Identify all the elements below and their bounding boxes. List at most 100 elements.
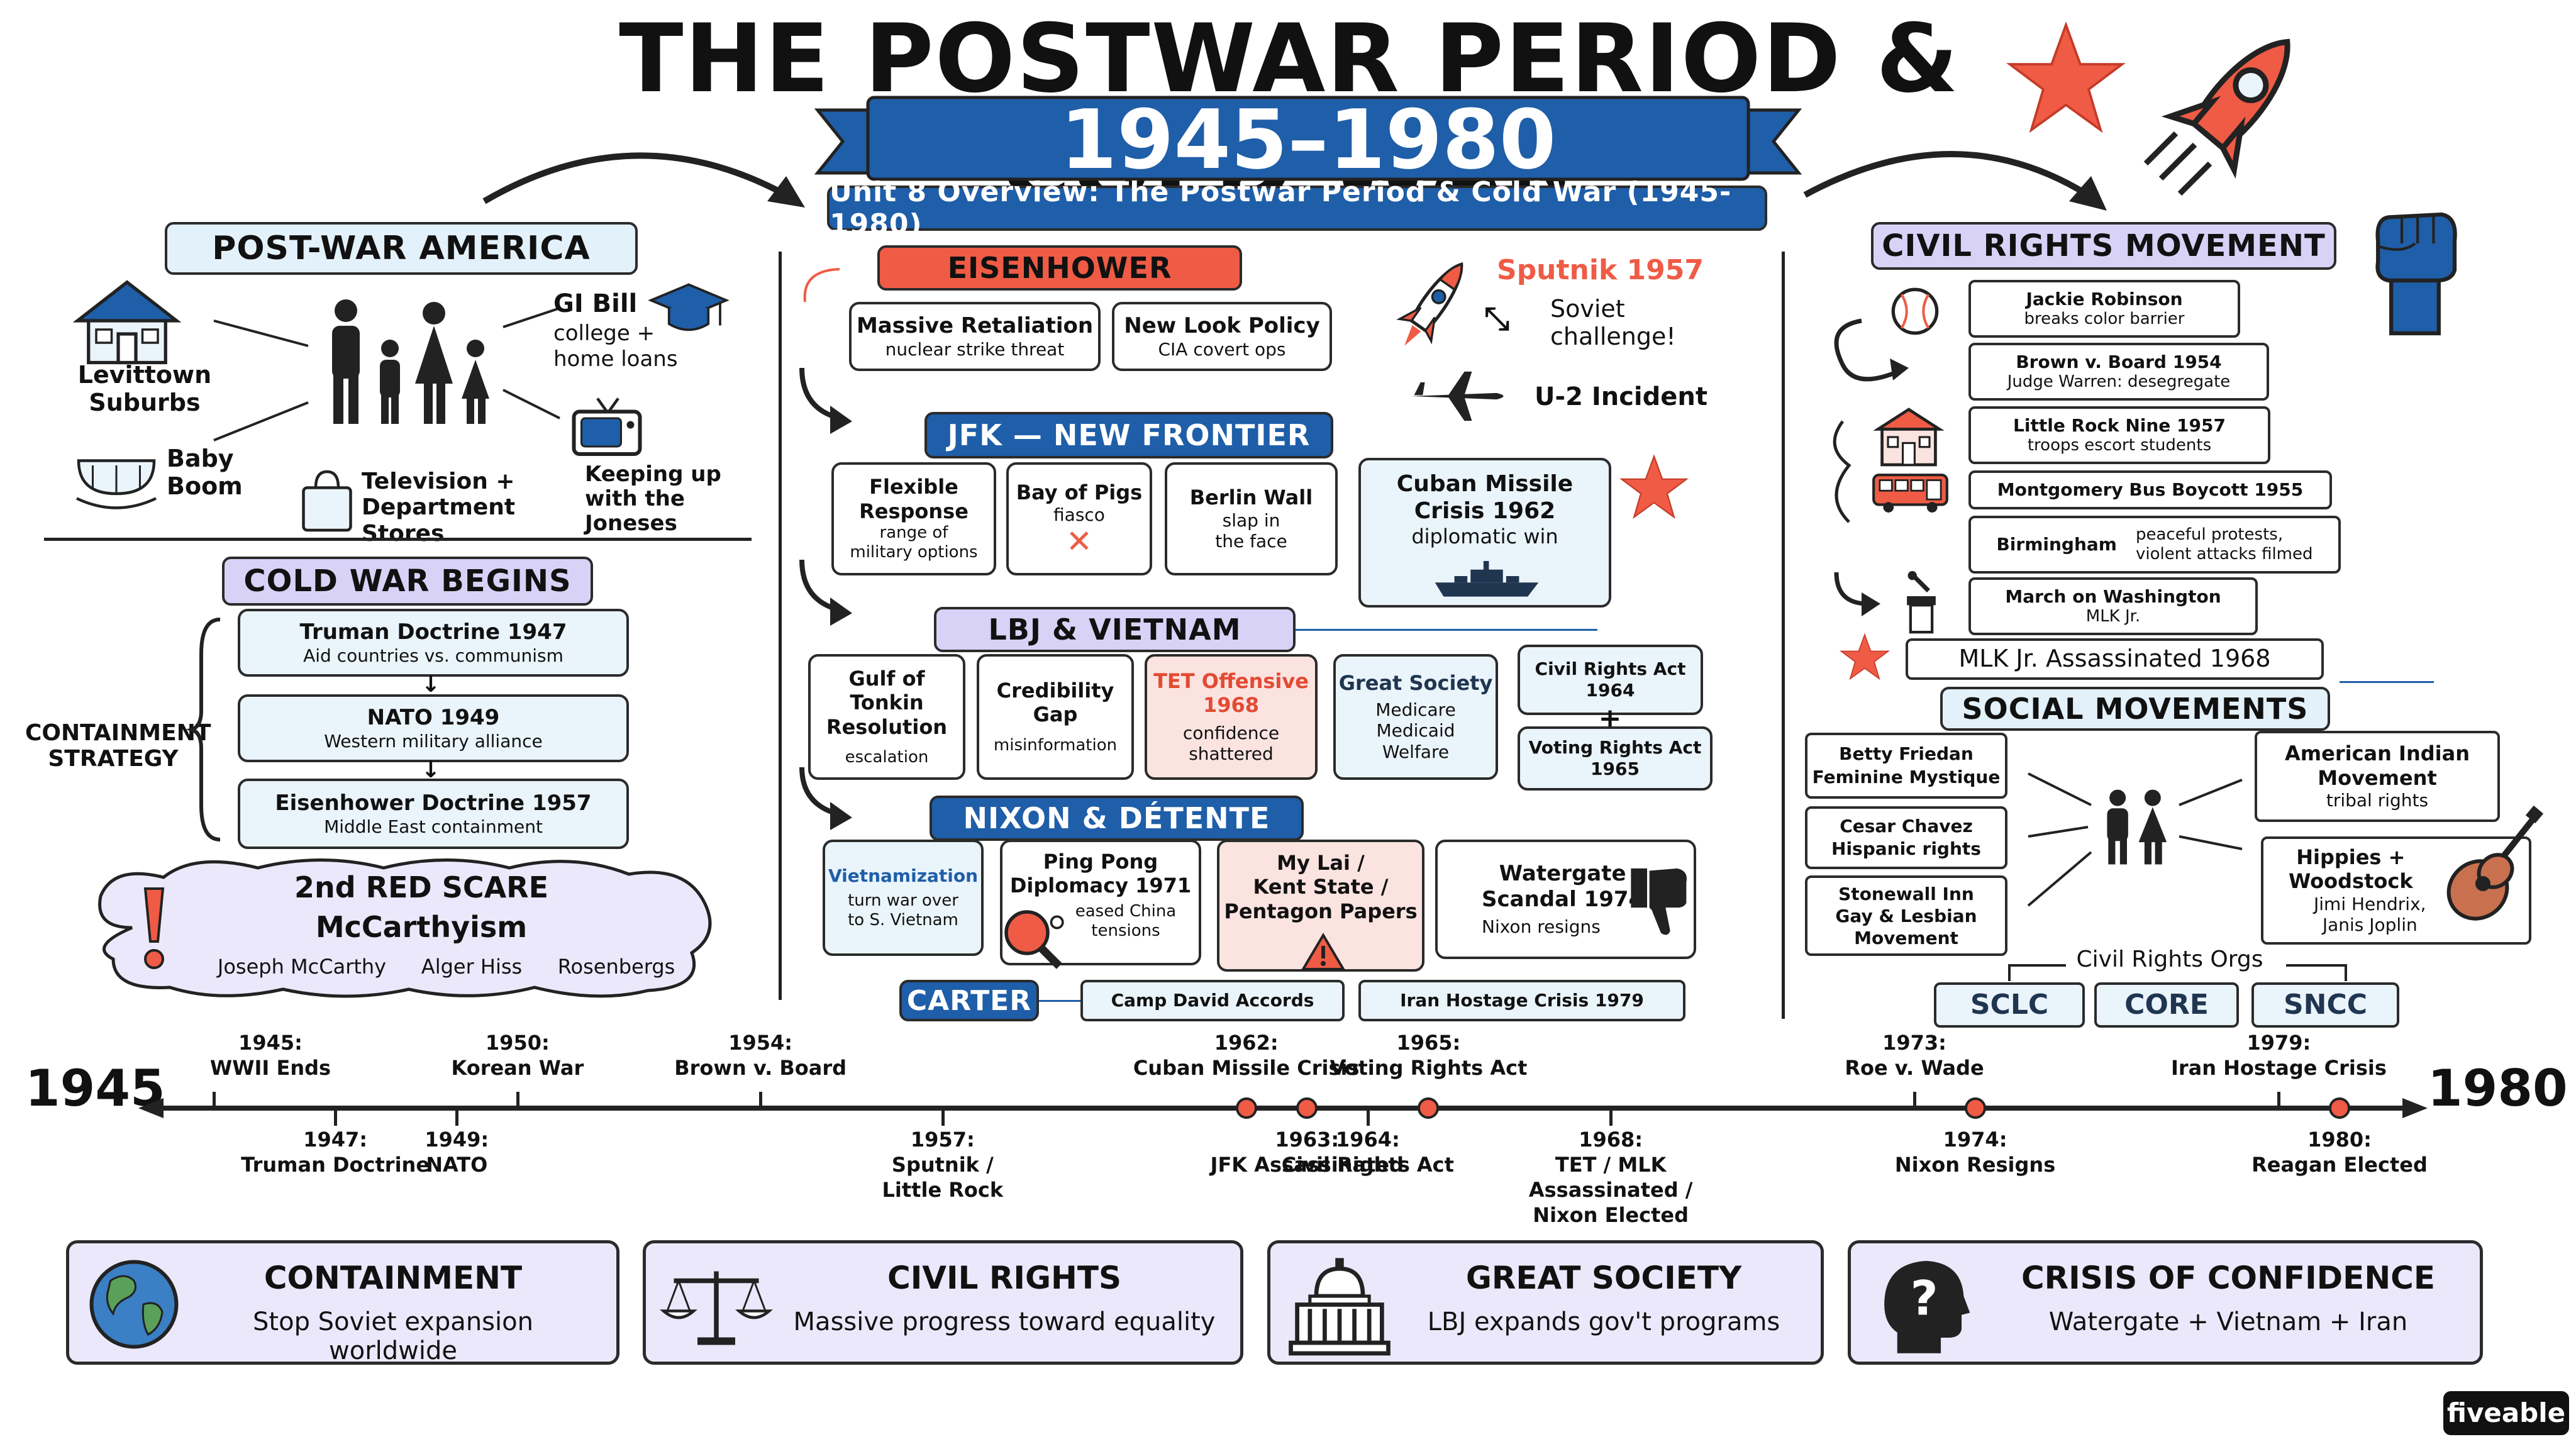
raised-fist-icon (2375, 212, 2457, 336)
containment-bracket (186, 618, 221, 841)
gulf-of-tonkin-box: Gulf of Tonkin Resolution escalation (808, 654, 965, 780)
podium-microphone-icon (1907, 571, 1936, 634)
capitol-icon (1289, 1258, 1391, 1356)
massive-retaliation-box: Massive Retaliation nuclear strike threa… (849, 302, 1101, 371)
theme-containment: CONTAINMENT Stop Soviet expansion worldw… (66, 1240, 619, 1365)
year-banner-ribbon (814, 96, 1802, 181)
berlin-wall-box: Berlin Wall slap in the face (1165, 462, 1338, 575)
timeline-dot-1974 (1964, 1097, 1986, 1119)
mlk-assassinated-box: MLK Jr. Assassinated 1968 (1906, 638, 2324, 680)
american-indian-box: American Indian Movement tribal rights (2255, 731, 2500, 822)
timeline-label-1954: 1954: Brown v. Board (674, 1031, 847, 1080)
lbj-rule (1296, 629, 1597, 631)
house-icon (72, 280, 182, 365)
camp-david-box: Camp David Accords (1080, 980, 1345, 1021)
eisenhower-doctrine-box: Eisenhower Doctrine 1957 Middle East con… (238, 779, 629, 849)
postwar-connectors (213, 307, 560, 441)
family-icon (332, 299, 489, 424)
arrow-down-1: ↓ (421, 672, 441, 697)
theme-crisis-of-confidence: ? CRISIS OF CONFIDENCE Watergate + Vietn… (1848, 1240, 2483, 1365)
shopping-bag-icon (302, 470, 352, 532)
stonewall-box: Stonewall Inn Gay & Lesbian Movement (1805, 875, 2007, 956)
social-connectors (2027, 772, 2243, 907)
double-arrow-icon: ⤡ (1484, 300, 1509, 336)
coldwar-header: COLD WAR BEGINS (222, 557, 593, 606)
guitar-icon (2446, 805, 2544, 921)
truman-doctrine-box: Truman Doctrine 1947 Aid countries vs. c… (238, 609, 629, 677)
globe-icon (89, 1260, 179, 1349)
mlk-star-icon (1840, 633, 1890, 680)
timeline-tick-1949 (455, 1108, 459, 1126)
timeline-label-1968: 1968: TET / MLK Assassinated / Nixon Ele… (1528, 1128, 1693, 1227)
tet-offensive-box: TET Offensive 1968 confidence shattered (1145, 654, 1318, 780)
timeline-dot-1962 (1235, 1097, 1257, 1119)
betty-friedan-box: Betty Friedan Feminine Mystique (1805, 733, 2007, 799)
civilrights-orgs-label: Civil Rights Orgs (2076, 947, 2263, 972)
timeline-tick-1945 (213, 1092, 216, 1109)
column-divider-right (1782, 252, 1785, 1019)
timeline-dot-1963 (1296, 1097, 1318, 1119)
timeline-label-1949: 1949: NATO (425, 1128, 489, 1177)
timeline-label-1962: 1962: Cuban Missile Crisis (1133, 1031, 1360, 1080)
cesar-chavez-box: Cesar Chavez Hispanic rights (1805, 806, 2007, 869)
timeline-label-1964: 1964: Civil Rights Act (1281, 1128, 1454, 1177)
core-badge: CORE (2094, 982, 2239, 1028)
voting-rights-act-box: Voting Rights Act 1965 (1518, 726, 1713, 791)
redscare-cloud (98, 858, 712, 998)
baseball-icon (1891, 287, 1939, 335)
watergate-box: Watergate Scandal 1974 Nixon resigns (1435, 840, 1696, 959)
timeline-tick-1964 (1366, 1108, 1370, 1126)
timeline-axis (138, 1098, 2428, 1118)
vietnamization-box: Vietnamization turn war over to S. Vietn… (823, 840, 984, 956)
sputnik-label: Sputnik 1957 (1497, 254, 1704, 286)
redscare-name-1: Joseph McCarthy (217, 955, 387, 979)
year-range: 1945–1980 (1060, 92, 1557, 187)
timeline-label-1945: 1945: WWII Ends (209, 1031, 331, 1080)
rocket-icon (2143, 38, 2290, 196)
timeline-label-1963: 1963: JFK Assassinated (1210, 1128, 1404, 1177)
theme-great-society: GREAT SOCIETY LBJ expands gov't programs (1267, 1240, 1824, 1365)
timeline-dot-1965 (1418, 1097, 1440, 1119)
nixon-header: NIXON & DÉTENTE (930, 796, 1304, 841)
bay-of-pigs-box: Bay of Pigs fiasco ✕ (1006, 462, 1152, 575)
question-head-icon: ? (1884, 1260, 1970, 1353)
levittown-label: Levittown Suburbs (77, 361, 212, 416)
social-header: SOCIAL MOVEMENTS (1940, 687, 2330, 731)
timeline-label-1979: 1979: Iran Hostage Crisis (2170, 1031, 2387, 1080)
jfk-header: JFK — NEW FRONTIER (924, 412, 1333, 458)
star-icon (2006, 21, 2126, 133)
thumbs-down-icon (1631, 868, 1687, 935)
babyboom-label: Baby Boom (167, 445, 243, 500)
march-on-washington-box: March on Washington MLK Jr. (1968, 577, 2258, 635)
credibility-gap-box: Credibility Gap misinformation (977, 654, 1134, 780)
timeline-label-1965: 1965: Voting Rights Act (1330, 1031, 1528, 1080)
timeline-start-year: 1945 (25, 1059, 165, 1118)
fiveable-logo: fiveable (2443, 1391, 2569, 1435)
timeline-label-1957: 1957: Sputnik / Little Rock (882, 1128, 1004, 1202)
timeline-tick-1968 (1609, 1108, 1613, 1126)
civilrights-header: CIVIL RIGHTS MOVEMENT (1871, 222, 2336, 270)
timeline-tick-1950 (516, 1092, 519, 1109)
brown-v-board-box: Brown v. Board 1954 Judge Warren: desegr… (1968, 343, 2269, 401)
timeline-tick-1947 (334, 1108, 338, 1126)
great-society-box: Great Society Medicare Medicaid Welfare (1333, 654, 1498, 780)
timeline-tick-1957 (941, 1108, 945, 1126)
cuban-missile-crisis-box: Cuban Missile Crisis 1962 diplomatic win (1358, 458, 1611, 608)
exclamation-icon (143, 887, 165, 969)
postwar-divider (44, 538, 752, 541)
gibill-sub: college + home loans (553, 321, 678, 372)
eisenhower-header: EISENHOWER (877, 245, 1242, 291)
timeline-tick-1973 (1913, 1092, 1916, 1109)
mylai-box: My Lai / Kent State / Pentagon Papers (1217, 840, 1424, 972)
arrow-left-curve (482, 152, 805, 208)
arrow-right-curve (1803, 151, 2107, 211)
timeline-label-1974: 1974: Nixon Resigns (1894, 1128, 2056, 1177)
timeline-label-1980: 1980: Reagan Elected (2251, 1128, 2428, 1177)
column-divider-left (779, 252, 782, 1000)
cuban-star-icon (1619, 454, 1689, 519)
civil-rights-act-box: Civil Rights Act 1964 (1518, 645, 1703, 715)
sclc-badge: SCLC (1934, 982, 2085, 1028)
cradle-icon (76, 459, 157, 509)
gibill-title: GI Bill (553, 289, 638, 318)
sputnik-rocket-icon (1396, 262, 1463, 346)
